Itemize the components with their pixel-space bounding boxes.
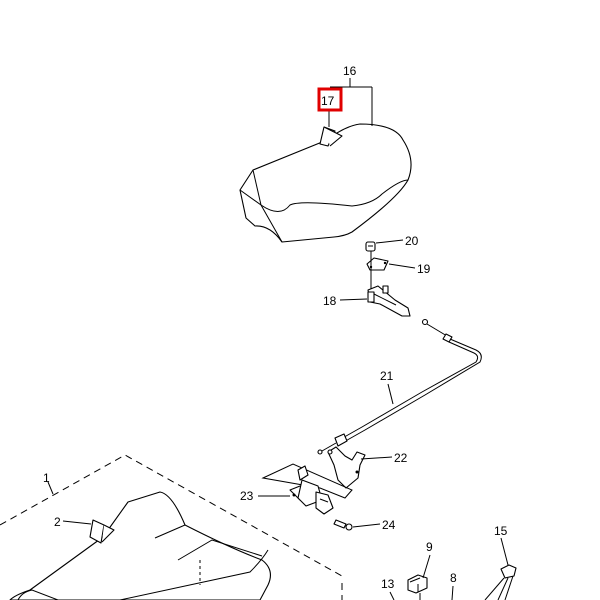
assembly-outline-1 xyxy=(0,454,343,600)
clip-2[interactable] xyxy=(89,519,115,544)
callout-21[interactable]: 21 xyxy=(380,369,394,383)
leader-16 xyxy=(330,78,373,126)
leader-13 xyxy=(389,591,395,600)
part-15[interactable] xyxy=(484,564,517,600)
callout-17[interactable]: 17 xyxy=(321,94,335,108)
callout-8[interactable]: 8 xyxy=(450,571,457,585)
callout-13[interactable]: 13 xyxy=(381,577,395,591)
bolt-24[interactable] xyxy=(333,519,353,531)
leader-19 xyxy=(388,263,416,269)
leader-1 xyxy=(47,481,54,495)
leader-24 xyxy=(352,523,381,528)
leader-9 xyxy=(422,554,431,579)
leader-15 xyxy=(500,537,509,566)
nut-20[interactable] xyxy=(365,241,376,252)
callout-2[interactable]: 2 xyxy=(54,515,61,529)
lock-22[interactable] xyxy=(289,465,334,515)
callout-23[interactable]: 22 xyxy=(394,451,408,465)
part-9[interactable] xyxy=(407,574,428,600)
cable-21[interactable] xyxy=(317,318,482,455)
callout-24[interactable]: 24 xyxy=(382,518,396,532)
leader-2 xyxy=(62,520,92,525)
callout-1[interactable]: 1 xyxy=(43,471,50,485)
leader-20 xyxy=(375,239,404,244)
bracket-23[interactable] xyxy=(327,446,366,489)
callout-20[interactable]: 20 xyxy=(405,234,419,248)
latch-18[interactable] xyxy=(367,285,411,317)
callout-18[interactable]: 18 xyxy=(323,294,337,308)
leader-23 xyxy=(360,456,393,460)
clip-17[interactable] xyxy=(319,126,343,147)
seat-16[interactable] xyxy=(239,123,412,243)
callout-22[interactable]: 23 xyxy=(240,489,254,503)
callout-9[interactable]: 9 xyxy=(426,540,433,554)
plate-19[interactable] xyxy=(366,257,389,271)
leader-18 xyxy=(339,298,368,301)
callout-15[interactable]: 15 xyxy=(494,524,508,538)
highlight-box xyxy=(317,87,343,112)
callout-16[interactable]: 16 xyxy=(343,64,357,78)
seat-lower[interactable] xyxy=(9,491,271,600)
callout-19[interactable]: 19 xyxy=(417,262,431,276)
leader-8 xyxy=(451,585,454,600)
leader-21 xyxy=(387,383,394,405)
